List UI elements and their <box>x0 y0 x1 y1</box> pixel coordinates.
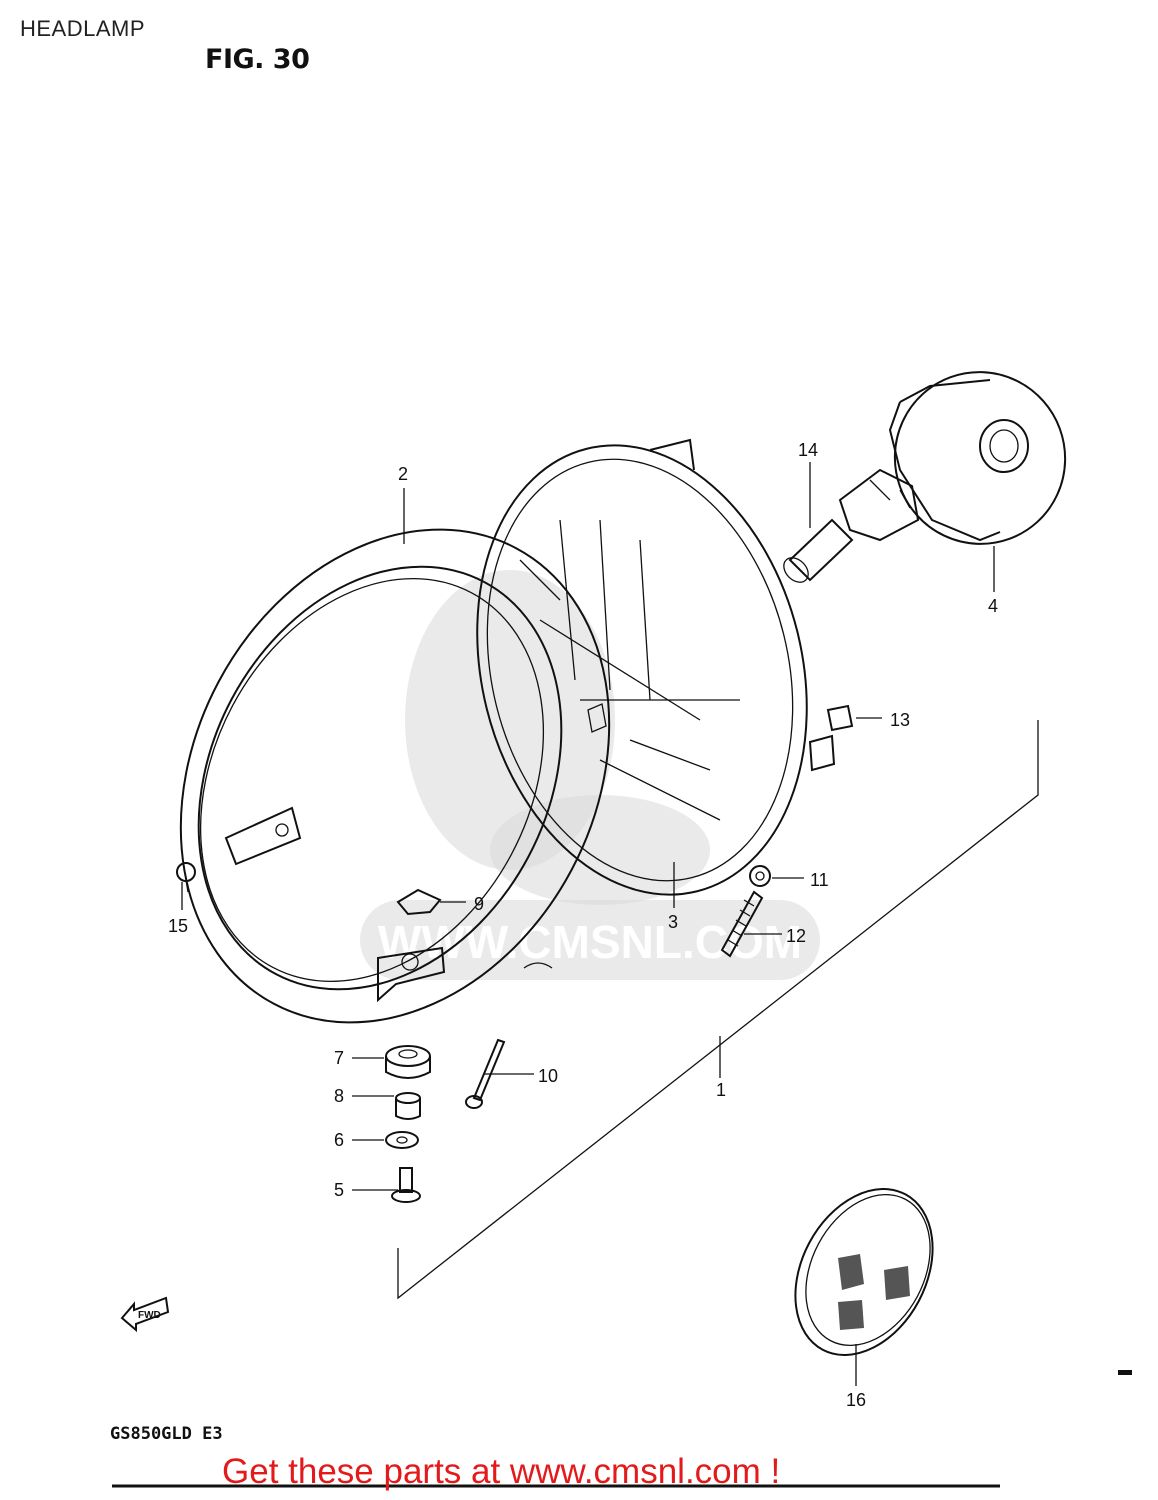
headlamp-bulb <box>783 468 920 583</box>
callout-12: 12 <box>786 926 806 946</box>
callout-3: 3 <box>668 912 678 932</box>
page-title: HEADLAMP <box>20 16 146 41</box>
callout-2: 2 <box>398 464 408 484</box>
margin-mark <box>1118 1370 1132 1375</box>
figure-label: FIG. 30 <box>205 44 310 75</box>
callout-4: 4 <box>988 596 998 616</box>
model-code: GS850GLD E3 <box>110 1424 223 1444</box>
long-screw <box>465 1038 506 1109</box>
callout-7: 7 <box>334 1048 344 1068</box>
leader-lines <box>181 462 995 1386</box>
callout-numbers: 2 3 4 14 13 11 12 9 15 10 1 7 8 6 5 16 <box>168 440 998 1410</box>
nut-clip <box>396 888 442 916</box>
promo-link[interactable]: Get these parts at www.cmsnl.com ! <box>222 1452 781 1491</box>
nut-part <box>749 865 771 887</box>
assembly-outline <box>397 720 1039 1300</box>
adjusting-screw <box>720 890 764 958</box>
sealed-beam-unit <box>476 438 836 896</box>
callout-16: 16 <box>846 1390 866 1410</box>
clip-part <box>826 704 854 732</box>
headlamp-rim <box>179 528 611 1024</box>
fwd-label: FWD <box>138 1310 161 1321</box>
callout-1: 1 <box>716 1080 726 1100</box>
mounting-hardware <box>385 1045 431 1203</box>
callout-9: 9 <box>474 894 484 914</box>
callout-15: 15 <box>168 916 188 936</box>
forward-arrow-icon: FWD <box>120 1296 170 1333</box>
callout-10: 10 <box>538 1066 558 1086</box>
socket-cover <box>888 371 1067 545</box>
callout-11: 11 <box>810 870 829 890</box>
callout-14: 14 <box>798 440 818 460</box>
callout-13: 13 <box>890 710 910 730</box>
small-screw <box>176 862 196 893</box>
reflector <box>794 1188 934 1356</box>
callout-6: 6 <box>334 1130 344 1150</box>
callout-8: 8 <box>334 1086 344 1106</box>
callout-5: 5 <box>334 1180 344 1200</box>
